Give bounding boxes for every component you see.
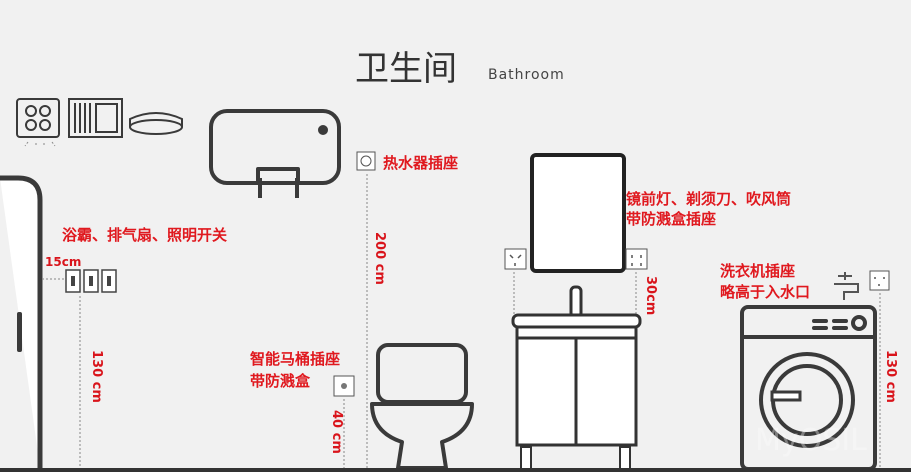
bath-heater-icon [16,98,60,147]
faucet-icon [834,272,859,300]
washer-socket-icon [869,270,890,291]
toilet-socket-icon [333,375,355,397]
floor-line [0,468,911,472]
toilet-label-line2: 带防溅盒 [250,372,311,390]
switch-offset: 15cm [45,255,81,269]
toilet-height: 40 cm [329,410,344,454]
toilet-label-line1: 智能马桶插座 [250,350,340,368]
water-heater-height: 200 cm [372,232,387,285]
vanity-cabinet-icon [511,285,642,472]
mirror-label-line2: 带防溅盒插座 [626,210,716,228]
door-handle-icon [17,312,22,352]
watermark: MyOSIL [755,423,867,458]
mirror-dim-lines [513,272,637,315]
title-en: Bathroom [488,67,565,83]
light-switches-icon [65,269,117,293]
ceiling-light-icon [129,112,183,135]
mirror-socket-height: 30cm [643,276,658,315]
title-cn: 卫生间 [355,49,457,89]
washer-label-line1: 洗衣机插座 [720,262,795,280]
exhaust-fan-icon [68,98,123,138]
washer-label-line2: 略高于入水口 [720,283,810,301]
switch-height: 130 cm [89,350,104,403]
switches-label: 浴霸、排气扇、照明开关 [62,226,227,244]
water-heater-socket-label: 热水器插座 [383,154,458,172]
water-heater-icon [209,109,341,198]
mirror-icon [530,153,626,273]
toilet-icon [370,343,474,470]
washer-height: 130 cm [883,350,898,403]
mirror-label-line1: 镜前灯、剃须刀、吹风筒 [626,190,791,208]
mirror-left-socket-icon [504,248,527,270]
mirror-right-socket-icon [625,248,648,270]
water-heater-socket-icon [356,151,376,171]
